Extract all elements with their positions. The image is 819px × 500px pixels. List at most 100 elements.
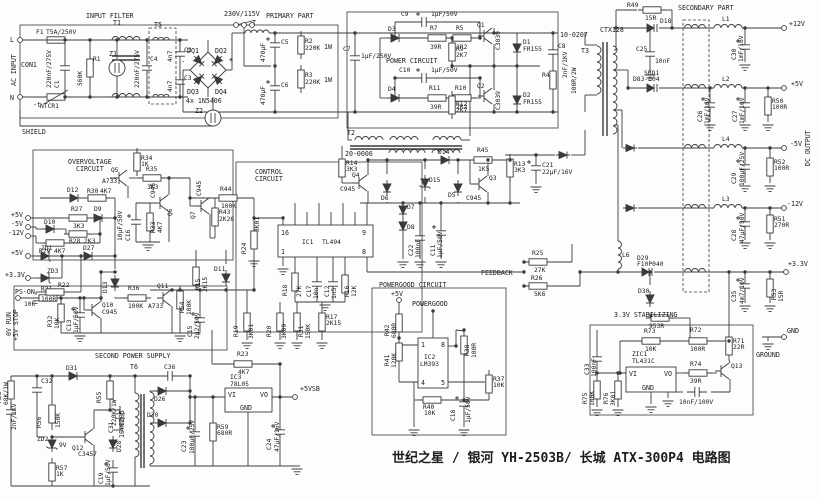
svg-text:D27: D27: [83, 245, 95, 252]
npn-symbol: [113, 169, 128, 187]
svg-text:C26: C26: [697, 110, 704, 122]
svg-text:C31: C31: [108, 421, 115, 433]
svg-text:D18: D18: [660, 18, 672, 25]
label-+3.3v: +3.3V: [5, 271, 25, 279]
svg-text:C35: C35: [731, 290, 738, 302]
ground-icon: [612, 409, 624, 417]
cpv-symbol: [191, 310, 205, 330]
terminal: [17, 37, 23, 43]
svg-text:100nF: 100nF: [591, 358, 598, 377]
label-t: T: [252, 19, 256, 27]
label-8: 8: [441, 341, 445, 349]
ground-icon: [316, 342, 328, 350]
label-10-0207: 10-0207: [560, 31, 588, 39]
svg-text:PRIMARY PART: PRIMARY PART: [266, 12, 314, 20]
svg-text:Q7: Q7: [190, 211, 197, 219]
junction-dot: [478, 36, 482, 40]
zdh-symbol: [37, 272, 53, 284]
svg-text:100R: 100R: [471, 343, 478, 358]
svg-text:C13: C13: [66, 319, 73, 331]
label-+12v: +12V: [789, 20, 805, 28]
label-ctx128: CTX128: [600, 26, 624, 34]
svg-text:150K: 150K: [55, 413, 62, 428]
svg-text:F1: F1: [36, 29, 44, 36]
diode-icon: [192, 54, 205, 67]
ground-icon: [414, 261, 426, 269]
label-+5v: +5V: [11, 249, 23, 257]
ground-icon: [764, 305, 776, 313]
component-D31: D31: [65, 365, 81, 381]
rv-symbol: [192, 262, 200, 290]
svg-text:C36: C36: [164, 364, 176, 371]
svg-text:R76: R76: [603, 392, 610, 404]
terminal: [25, 224, 31, 230]
svg-text:R73: R73: [644, 328, 656, 335]
svg-text:1W: 1W: [324, 76, 332, 84]
cv-symbol: [645, 44, 655, 64]
rv-symbol: [297, 31, 305, 59]
label-dq3: DQ3: [187, 88, 199, 96]
junction-dot: [522, 260, 526, 264]
svg-text:R32: R32: [47, 315, 54, 327]
component-L2: L2: [713, 76, 743, 89]
junction-dot: [614, 26, 618, 30]
svg-text:680R: 680R: [391, 323, 398, 338]
label-9: 9: [362, 229, 366, 237]
terminal: [781, 85, 787, 91]
svg-text:2K15: 2K15: [326, 320, 341, 327]
label-+5v-stop: +5V STOP: [12, 309, 20, 341]
dh-symbol: [387, 93, 403, 103]
svg-text:C945: C945: [340, 186, 355, 193]
label-gnd: GND: [787, 327, 799, 335]
junction-dot: [35, 374, 39, 378]
label-input-filter: INPUT FILTER: [86, 12, 134, 20]
svg-text:R35: R35: [146, 166, 158, 173]
component-NTCR1: NTCR1: [40, 89, 70, 110]
svg-text:R41: R41: [384, 354, 391, 366]
svg-text:D5: D5: [448, 192, 456, 199]
component-D4: D4: [387, 86, 403, 103]
svg-text:100R: 100R: [41, 296, 56, 303]
svg-text:IC1: IC1: [302, 239, 314, 246]
component-D30: D30: [638, 288, 655, 307]
svg-text:1µF/50V: 1µF/50V: [437, 231, 444, 258]
svg-text:VI: VI: [629, 370, 637, 378]
svg-text:DC OUTPUT: DC OUTPUT: [804, 130, 812, 166]
junction-dot: [178, 288, 182, 292]
svg-text:3K3: 3K3: [514, 167, 526, 174]
terminal: [781, 145, 787, 151]
svg-text:39R: 39R: [690, 378, 702, 385]
svg-text:R11: R11: [429, 85, 441, 92]
rh-symbol: [469, 156, 497, 164]
component-D27: D27: [80, 245, 96, 261]
rv-symbol: [276, 308, 284, 336]
junction-dot: [145, 38, 149, 42]
coilv-symbol: [617, 240, 622, 270]
svg-text:T5A/250V: T5A/250V: [46, 29, 77, 36]
junction-dot: [468, 64, 472, 68]
npn-symbol: [478, 87, 493, 105]
rh-symbol: [423, 34, 451, 42]
junction-dot: [252, 288, 256, 292]
junction-dot: [522, 284, 526, 288]
svg-text:SBD1: SBD1: [644, 70, 659, 77]
